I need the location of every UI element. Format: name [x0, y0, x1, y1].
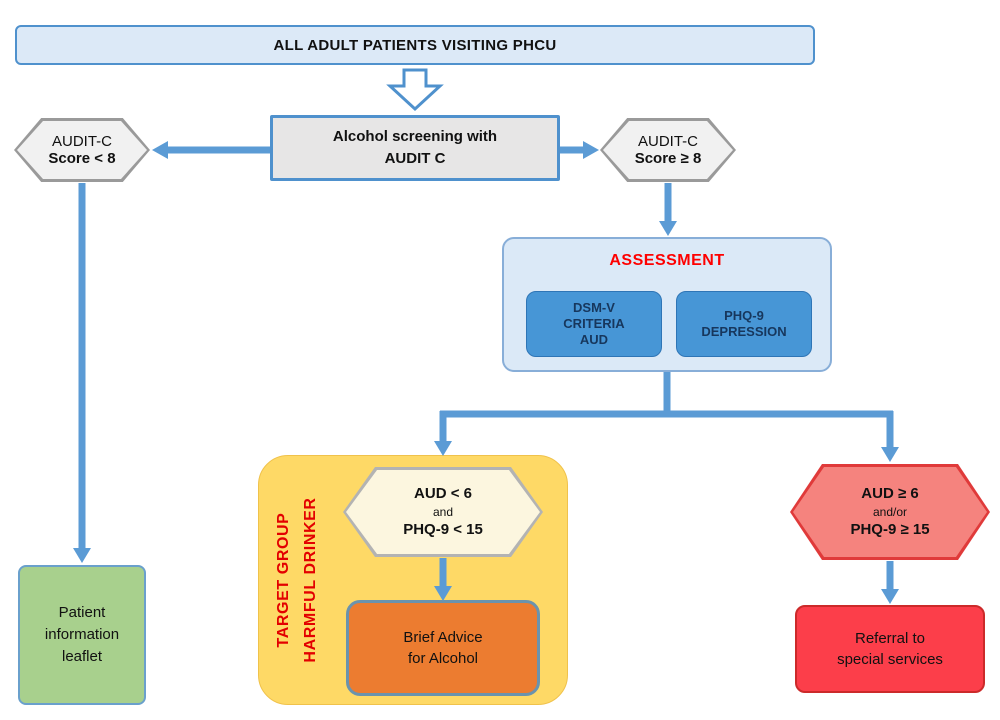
leaflet-line3: leaflet [61, 648, 103, 665]
hex-text: AUD ≥ 6 and/or PHQ-9 ≥ 15 [790, 464, 990, 560]
phq9-depression-subnode: PHQ-9 DEPRESSION [676, 291, 812, 357]
aud-low-line1: AUD < 6 [414, 485, 472, 502]
dsm-line1: DSM-V [573, 300, 615, 315]
hex-aud-high-phq-high: AUD ≥ 6 and/or PHQ-9 ≥ 15 [790, 464, 990, 560]
banner-node: ALL ADULT PATIENTS VISITING PHCU [15, 25, 815, 65]
referral-line1: Referral to [854, 630, 926, 647]
block-arrow-banner-to-screening [386, 68, 444, 112]
hex-auditc-low: AUDIT-C Score < 8 [14, 118, 150, 182]
phq-line2: DEPRESSION [701, 324, 787, 339]
arrowhead-to-hex-low [152, 141, 168, 159]
assessment-title: ASSESSMENT [609, 252, 725, 269]
target-group-label: TARGET GROUP HARMFUL DRINKER [268, 460, 326, 700]
target-group-label-line2: HARMFUL DRINKER [302, 497, 319, 663]
arrowhead-to-target-group [434, 441, 452, 456]
screening-line2: AUDIT C [384, 150, 446, 167]
hex-fill [793, 467, 987, 557]
screening-node: Alcohol screening with AUDIT C [270, 115, 560, 181]
screening-line1: Alcohol screening with [332, 128, 498, 145]
hex-low-line1: AUDIT-C [52, 133, 112, 150]
dsm-line2: CRITERIA [563, 316, 625, 331]
arrowhead-to-leaflet [73, 548, 91, 563]
aud-high-line2: and/or [872, 505, 908, 519]
dsm-line3: AUD [579, 332, 609, 347]
phq-line1: PHQ-9 [724, 308, 764, 323]
brief-advice-node: Brief Advice for Alcohol [346, 600, 540, 696]
arrowhead-to-hex-high [583, 141, 599, 159]
aud-low-line2: and [432, 505, 454, 519]
brief-advice-line1: Brief Advice [403, 629, 483, 646]
hex-high-line2: Score ≥ 8 [634, 150, 702, 167]
arrowhead-to-pink-hex [881, 447, 899, 462]
hex-text: AUDIT-C Score ≥ 8 [600, 118, 736, 182]
arrowhead-to-assessment [659, 221, 677, 236]
leaflet-line2: information [44, 626, 120, 643]
hex-fill [346, 470, 540, 554]
dsm-criteria-subnode: DSM-V CRITERIA AUD [526, 291, 662, 357]
aud-low-line3: PHQ-9 < 15 [403, 521, 483, 538]
hex-fill [603, 121, 733, 179]
aud-high-line1: AUD ≥ 6 [861, 485, 919, 502]
referral-node: Referral to special services [795, 605, 985, 693]
hex-text: AUD < 6 and PHQ-9 < 15 [343, 467, 543, 557]
leaflet-line1: Patient [58, 604, 106, 621]
hex-text: AUDIT-C Score < 8 [14, 118, 150, 182]
aud-high-line3: PHQ-9 ≥ 15 [850, 521, 930, 538]
hex-high-line1: AUDIT-C [638, 133, 698, 150]
arrowhead-to-referral [881, 589, 899, 604]
hex-aud-low-phq-low: AUD < 6 and PHQ-9 < 15 [343, 467, 543, 557]
brief-advice-line2: for Alcohol [407, 650, 479, 667]
referral-line2: special services [837, 651, 943, 668]
target-group-label-line1: TARGET GROUP [275, 512, 292, 648]
hex-low-line2: Score < 8 [48, 150, 116, 167]
assessment-node: ASSESSMENT DSM-V CRITERIA AUD PHQ-9 DEPR… [502, 237, 832, 372]
banner-text: ALL ADULT PATIENTS VISITING PHCU [273, 36, 557, 54]
leaflet-node: Patient information leaflet [18, 565, 146, 705]
hex-fill [17, 121, 147, 179]
hex-auditc-high: AUDIT-C Score ≥ 8 [600, 118, 736, 182]
